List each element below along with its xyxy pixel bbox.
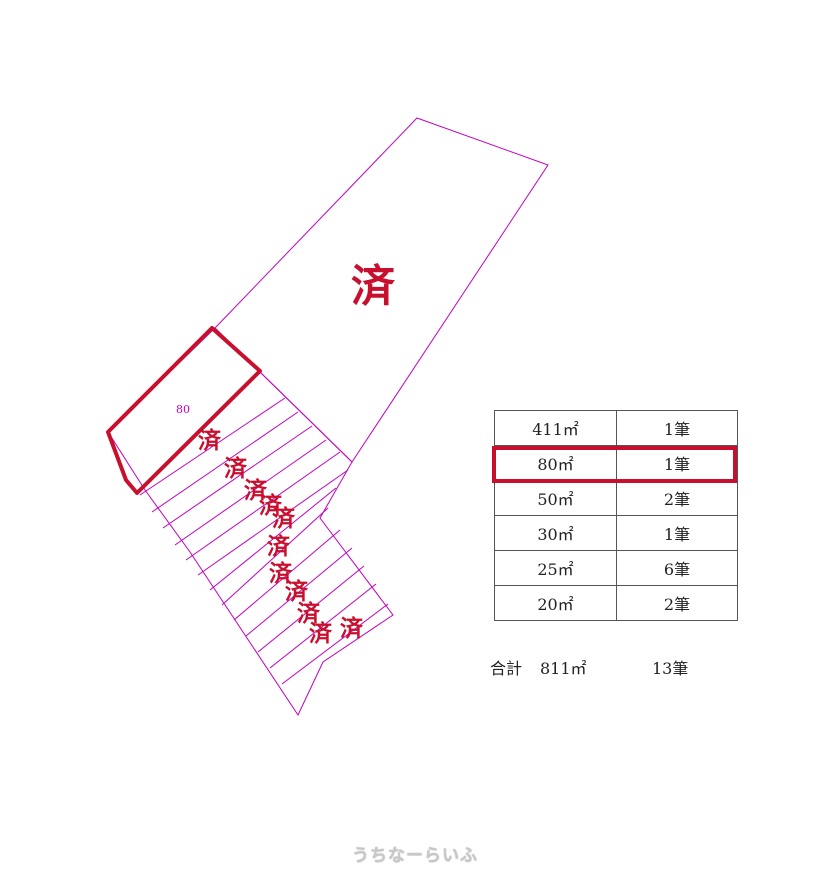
- area-cell: 25㎡: [494, 550, 617, 586]
- table-row: 25㎡ 6筆: [494, 550, 738, 586]
- count-cell: 1筆: [616, 515, 738, 551]
- area-summary-table: 411㎡ 1筆 80㎡ 1筆 50㎡ 2筆 30㎡ 1筆 25㎡ 6筆 20㎡ …: [494, 410, 738, 621]
- highlighted-row-box: [492, 446, 737, 483]
- count-cell: 2筆: [616, 480, 738, 516]
- lot-label-80: 80: [176, 403, 190, 416]
- sold-mark: 済: [198, 428, 221, 454]
- watermark-logo: うちなーらいふ: [352, 846, 478, 866]
- sold-mark: 済: [340, 616, 363, 642]
- sold-mark: 済: [267, 534, 290, 560]
- sold-mark: 済: [272, 506, 295, 532]
- sold-mark: 済: [285, 579, 308, 605]
- area-cell: 20㎡: [494, 585, 617, 621]
- table-row: 50㎡ 2筆: [494, 480, 738, 516]
- area-cell: 50㎡: [494, 480, 617, 516]
- count-cell: 1筆: [616, 445, 738, 481]
- count-cell: 1筆: [616, 410, 738, 446]
- sold-mark-large: 済: [351, 261, 395, 312]
- sold-mark: 済: [259, 493, 282, 519]
- area-cell: 411㎡: [494, 410, 617, 446]
- table-row: 20㎡ 2筆: [494, 585, 738, 621]
- count-cell: 2筆: [616, 585, 738, 621]
- total-area: 811㎡: [540, 659, 587, 678]
- highlighted-lot-80: [106, 326, 262, 495]
- sold-mark: 済: [309, 621, 332, 647]
- sold-mark: 済: [297, 601, 320, 627]
- sold-mark: 済: [244, 478, 267, 504]
- count-cell: 6筆: [616, 550, 738, 586]
- sold-mark: 済: [269, 561, 292, 587]
- area-cell: 30㎡: [494, 515, 617, 551]
- table-row: 30㎡ 1筆: [494, 515, 738, 551]
- sold-mark: 済: [224, 456, 247, 482]
- lot-lines: [139, 397, 389, 685]
- total-label: 合計: [490, 659, 523, 678]
- subdivision-outline: [107, 327, 394, 717]
- table-row: 411㎡ 1筆: [494, 410, 738, 446]
- total-count: 13筆: [652, 659, 689, 678]
